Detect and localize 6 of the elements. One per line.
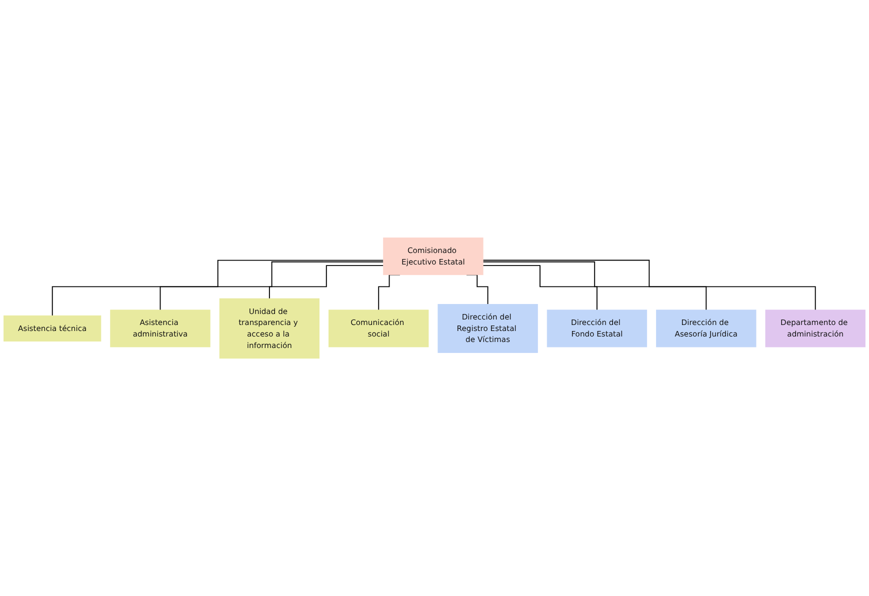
connector [482, 261, 707, 310]
connector [482, 264, 598, 310]
connector [52, 260, 384, 316]
connector [268, 264, 384, 299]
connector [482, 260, 816, 310]
connector [160, 261, 384, 310]
